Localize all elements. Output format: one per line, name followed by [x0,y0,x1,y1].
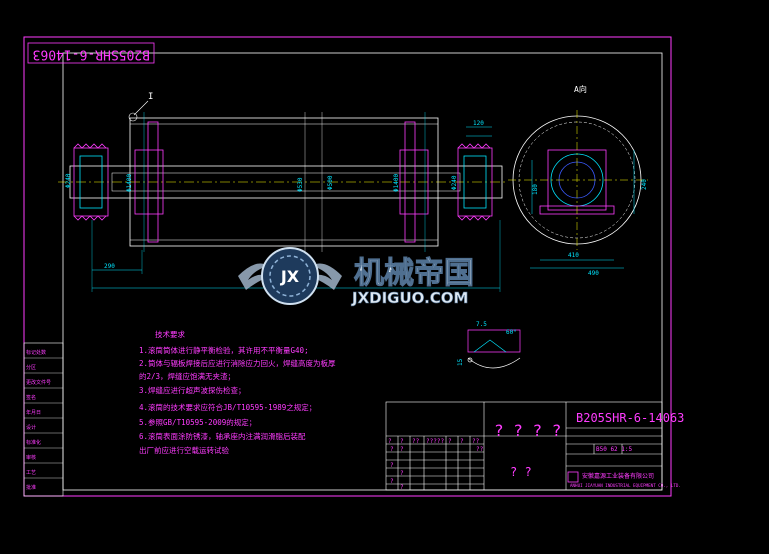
detail-label: I [148,92,153,102]
inner-frame [62,52,663,491]
dim-top-w: 120 [473,120,484,127]
detail-circle [128,112,138,122]
row-q: ? [460,438,464,445]
strip-label: 签名 [26,394,36,401]
detail-dim-a: 7.5 [476,321,487,328]
outer-frame [23,36,672,497]
note-item: 3.焊缝应进行超声波探伤检查； [139,385,246,395]
small-q: ? [390,462,394,469]
company-cn: 安徽嘉源工业装备有限公司 [582,472,654,480]
detail-dim-c: 15 [457,358,464,366]
small-q: ? [400,484,404,491]
row-q: ?? [412,438,420,445]
small-q: ? [390,446,394,453]
wing-left-icon [238,263,270,290]
note-item: 出厂前应进行空载运转试验 [139,445,229,455]
small-q: ? [390,478,394,485]
title-qmarks-center: ? ? ? ? [494,421,561,440]
dim-shell: Φ530 [297,177,304,192]
note-item: 5.参照GB/T10595-2009的规定； [139,417,256,427]
row-q: ?? [472,438,480,445]
note-item: 的2/3，焊缝应饱满无夹渣； [139,371,235,381]
note-item: 4.滚筒的技术要求应符合JB/T10595-1989之规定； [139,402,316,412]
dim-right2: Φ240 [451,175,458,190]
watermark-en: JXDIGUO.COM [351,289,468,307]
dim-len-left: 290 [104,263,115,270]
note-item: 6.滚筒表面涂防锈漆，轴承座内注满润滑脂后装配 [139,431,306,441]
dim-right: Φ1400 [393,174,400,192]
company-en: ANHUI JIAYUAN INDUSTRIAL EQUIPMENT CO., … [570,483,681,488]
small-q: ? [400,470,404,477]
dim-left-h: 180 [532,184,539,195]
company-logo-icon [567,471,579,483]
row-q: ? [388,438,392,445]
strip-label: 批准 [26,484,36,491]
strip-label: 工艺 [26,470,36,476]
side-view [508,110,648,269]
notes-list: 1.滚筒筒体进行静平衡检验，其许用不平衡量G40; 2.筒体与辐板焊接后应进行消… [139,345,336,455]
title-qmarks-mid: ? ? [510,465,532,479]
drawing-number-rotated: B205SHR-6-14063 [33,47,150,62]
strip-label: 标记处数 [26,349,46,356]
watermark-cn: 机械帝国 [354,256,474,291]
strip-label: 分区 [26,364,36,371]
note-item: 2.筒体与辐板焊接后应进行消除应力回火，焊缝高度为板厚 [139,358,336,368]
dim-left2: Φ1400 [126,174,133,192]
wing-right-icon [310,263,342,290]
strip-label: 设计 [26,424,36,431]
left-strip: 标记处数 分区 更改文件号 签名 年月日 设计 标准化 审核 工艺 批准 [23,342,64,497]
dim-base-a: 410 [568,252,579,259]
dim-shell2: Φ500 [327,175,334,190]
row-q: ? [400,438,404,445]
strip-label: 标准化 [26,439,41,446]
detail-leader [133,100,149,116]
drawing-number: B205SHR-6-14063 [576,411,684,425]
right-small: B50 62 1:5 [596,446,633,453]
dim-side-h: 240 [641,179,648,190]
note-item: 1.滚筒筒体进行静平衡检验，其许用不平衡量G40; [139,345,309,355]
view-label: A向 [574,84,587,94]
strip-label: 更改文件号 [26,379,51,386]
watermark-badge: JX [280,267,300,286]
detail-dim-b: 60° [506,329,517,336]
dim-base-b: 490 [588,270,599,277]
dim-left: Φ240 [65,173,72,188]
strip-label: 年月日 [26,409,41,416]
row-q: ?? [476,446,484,453]
weld-detail [467,329,521,369]
strip-label: 审核 [26,454,36,461]
pulley-elevation [58,112,508,292]
watermark: JX 机械帝国 JXDIGUO.COM [238,247,475,307]
title-block [385,401,663,491]
row-q: ? [448,438,452,445]
row-q: ????? [426,438,444,445]
small-q: ? [400,446,404,453]
rotated-number-box [27,42,155,64]
notes-title: 技术要求 [155,329,185,339]
